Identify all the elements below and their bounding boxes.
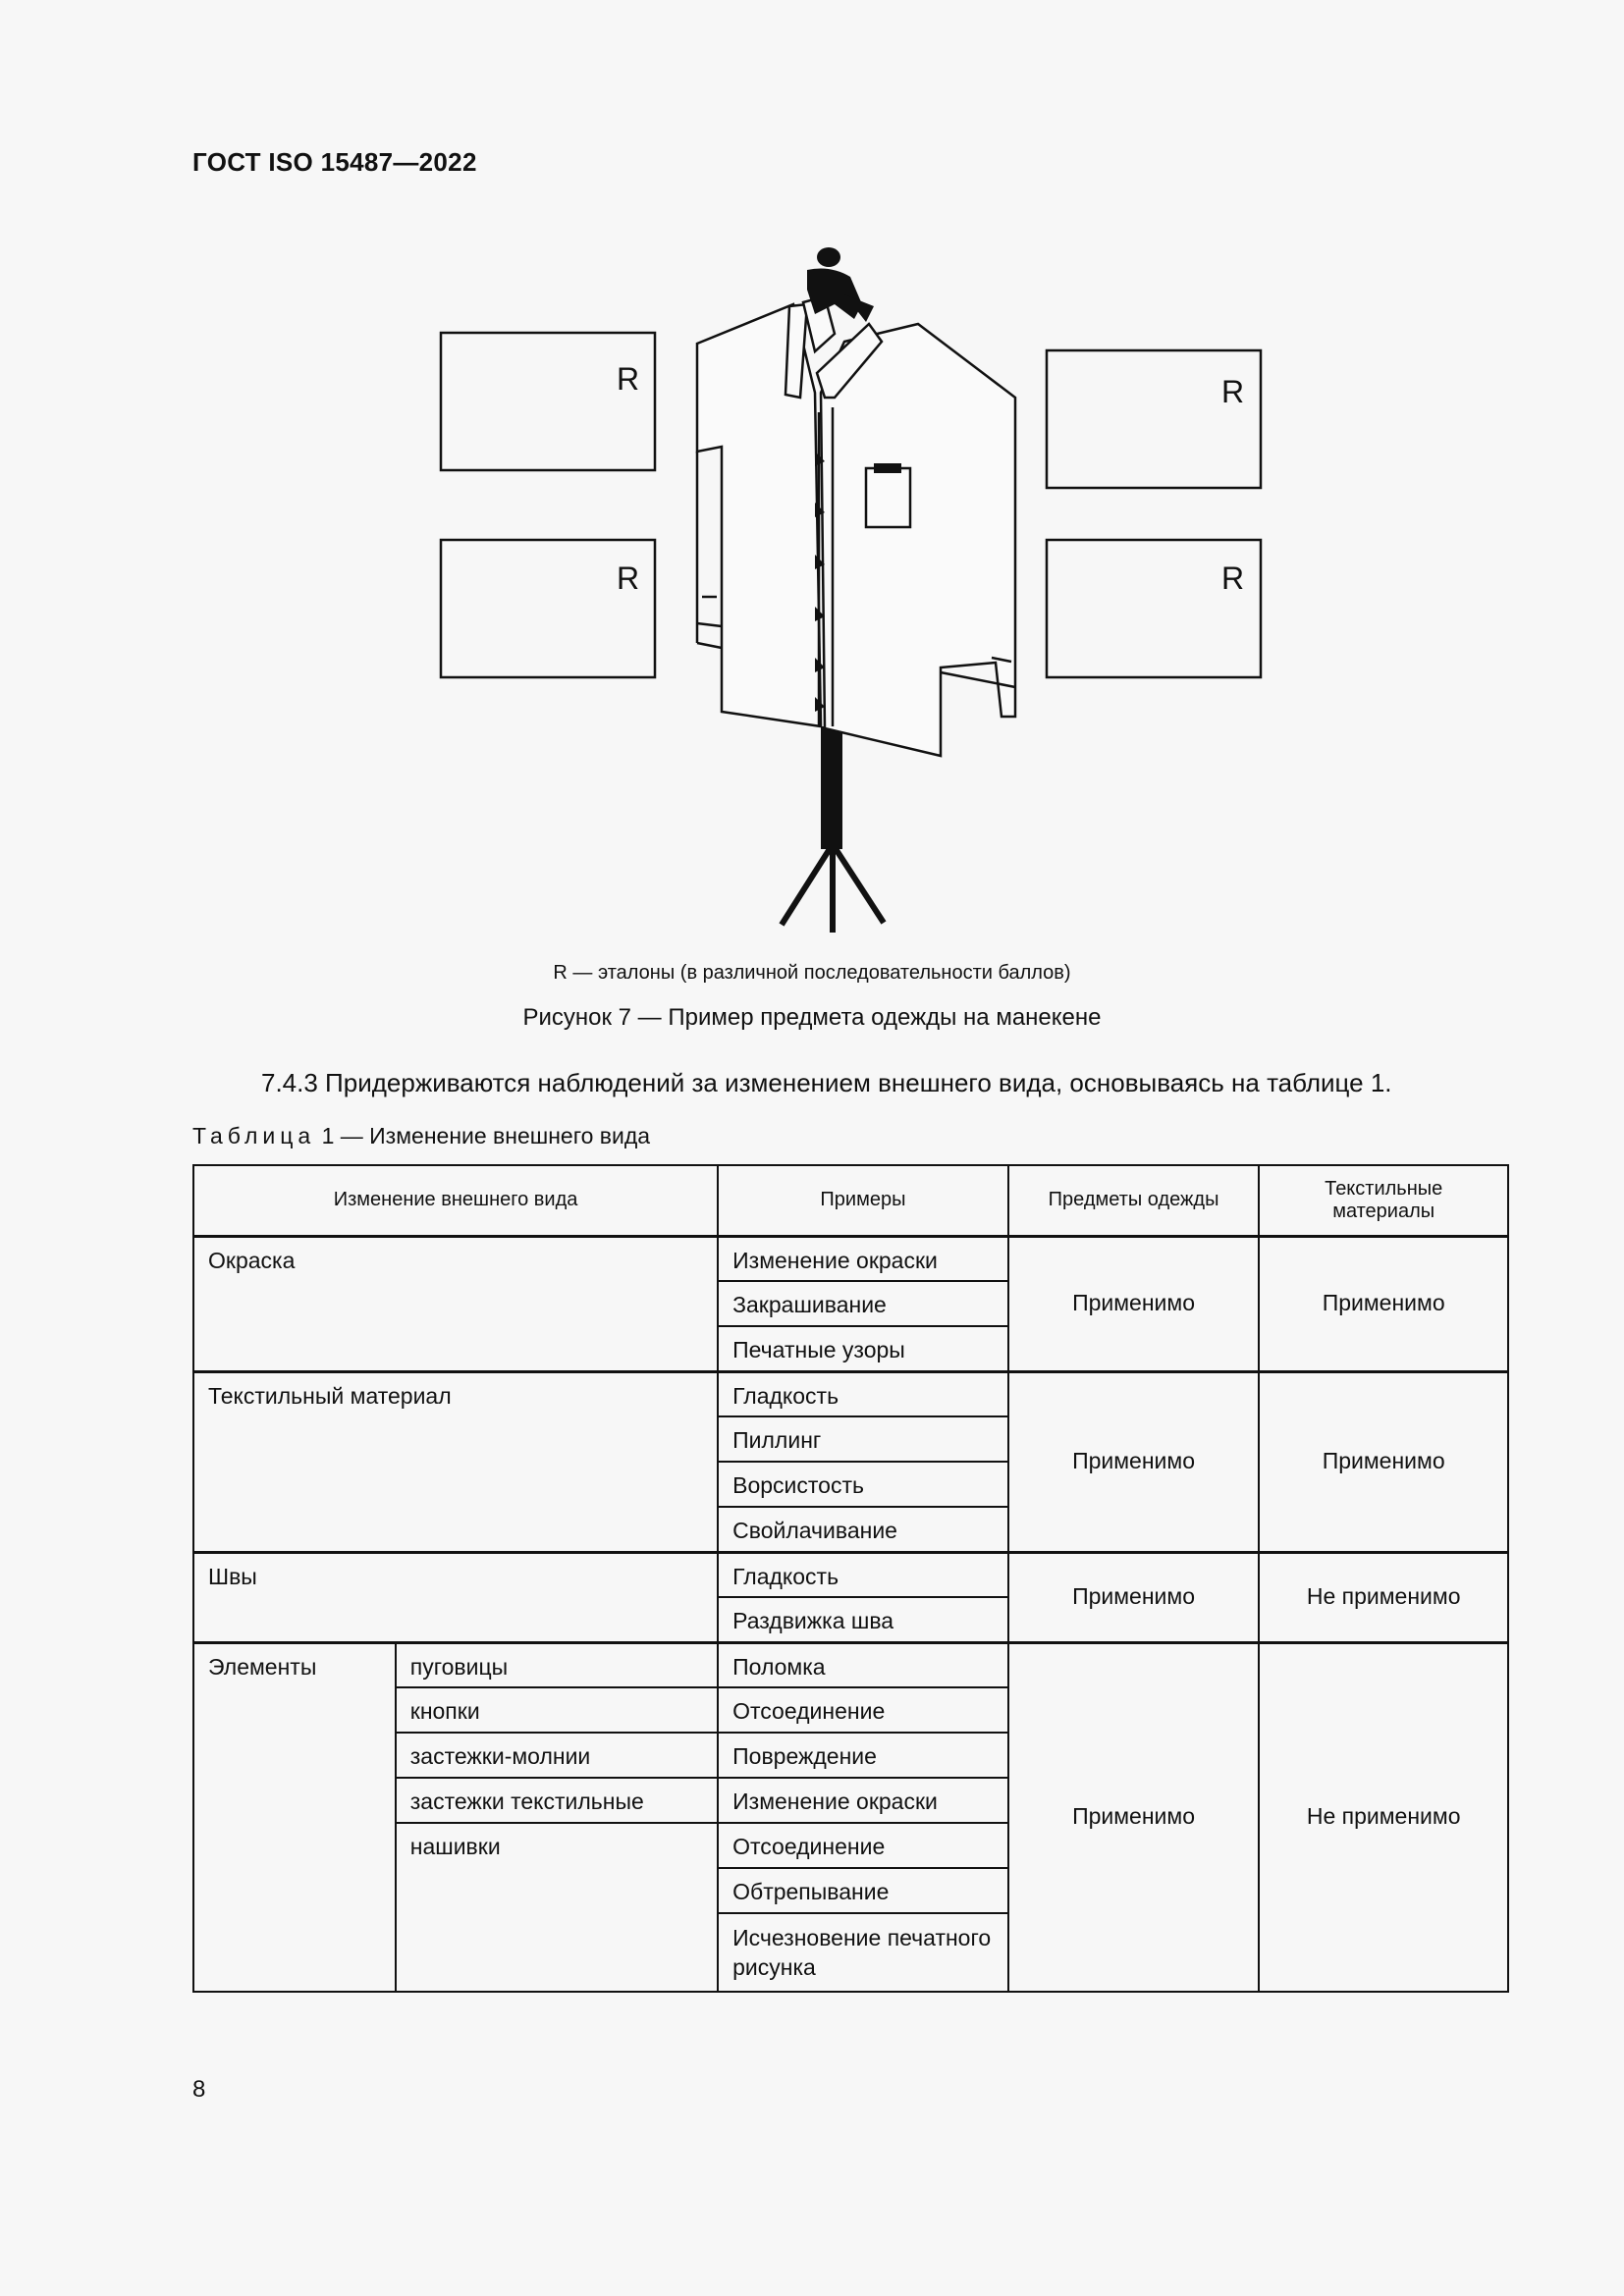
- table-row: нашивки Отсоединение: [193, 1822, 1508, 1993]
- table-row: Раздвижка шва: [193, 1596, 1508, 1643]
- body-paragraph: 7.4.3 Придерживаются наблюдений за измен…: [261, 1068, 1392, 1097]
- table-row: Пиллинг: [193, 1415, 1508, 1463]
- header-cell: Предметы одежды: [1006, 1164, 1261, 1238]
- textiles-cell: Применимо: [1258, 1369, 1509, 1553]
- example-cell: Гладкость: [717, 1550, 1009, 1598]
- document-header: ГОСТ ISO 15487—2022: [192, 147, 477, 177]
- reference-label: R: [1221, 374, 1244, 409]
- table-row: Ворсистость: [193, 1461, 1508, 1508]
- example-cell: Закрашивание: [717, 1280, 1009, 1327]
- header-cell: Изменение внешнего вида: [191, 1164, 720, 1238]
- subitem-cell: кнопки: [394, 1686, 720, 1734]
- subitem-cell: нашивки: [394, 1822, 720, 1993]
- reference-box-bottom-left: [439, 538, 657, 679]
- table-row: Текстильный материал Гладкость Применимо…: [191, 1369, 1509, 1553]
- table-row: Элементы пуговицы Поломка Применимо Не п…: [192, 1640, 1509, 1993]
- table-title-word: Таблица: [192, 1123, 316, 1148]
- reference-label: R: [617, 361, 639, 397]
- example-cell: Раздвижка шва: [717, 1596, 1009, 1643]
- example-cell: Изменение окраски: [717, 1777, 1009, 1824]
- category-cell: Элементы: [192, 1640, 397, 1993]
- reference-label: R: [617, 561, 639, 596]
- table-row: Закрашивание: [193, 1280, 1508, 1327]
- subitem-cell: застежки-молнии: [394, 1732, 720, 1779]
- example-cell: Изменение окраски: [717, 1234, 1009, 1282]
- table-row: кнопки Отсоединение: [193, 1686, 1508, 1734]
- table-row: Печатные узоры: [193, 1325, 1508, 1372]
- subitem-cell: пуговицы: [394, 1640, 720, 1688]
- textiles-cell: Не применимо: [1258, 1550, 1509, 1643]
- example-cell: Пиллинг: [717, 1415, 1009, 1463]
- reference-box-top-right: [1045, 348, 1263, 490]
- example-cell: Отсоединение: [717, 1822, 1009, 1869]
- textiles-cell: Применимо: [1258, 1234, 1509, 1372]
- reference-box-top-left: [439, 331, 657, 472]
- example-cell: Обтрепывание: [717, 1867, 1009, 1914]
- table-row: застежки-молнии Повреждение: [193, 1732, 1508, 1779]
- reference-label: R: [1221, 561, 1244, 596]
- example-cell: Отсоединение: [717, 1686, 1009, 1734]
- table-row: Свойлачивание: [193, 1506, 1508, 1553]
- example-cell: Свойлачивание: [717, 1506, 1009, 1553]
- example-cell: Печатные узоры: [717, 1325, 1009, 1372]
- table-title: Таблица 1 — Изменение внешнего вида: [192, 1123, 650, 1149]
- table-row: Окраска Изменение окраски Применимо Прим…: [191, 1234, 1509, 1372]
- table-row: застежки текстильные Изменение окраски: [193, 1777, 1508, 1824]
- mannequin-drawing: [695, 247, 1017, 933]
- category-cell: Текстильный материал: [191, 1369, 720, 1553]
- header-cell: Примеры: [717, 1164, 1009, 1238]
- subitem-cell: застежки текстильные: [394, 1777, 720, 1824]
- reference-box-bottom-right: [1045, 538, 1263, 679]
- table-row: Швы Гладкость Применимо Не применимо: [191, 1550, 1509, 1643]
- figure-caption: Рисунок 7 — Пример предмета одежды на ма…: [522, 1004, 1102, 1031]
- table-title-text: 1 — Изменение внешнего вида: [315, 1123, 651, 1148]
- mannequin-figure: R R R R: [439, 247, 1263, 933]
- table-row: Исчезновение печатного рисунка: [193, 1912, 1508, 1993]
- textiles-cell: Не применимо: [1258, 1640, 1509, 1993]
- example-cell: Ворсистость: [717, 1461, 1009, 1508]
- garments-cell: Применимо: [1006, 1369, 1261, 1553]
- category-cell: Окраска: [191, 1234, 720, 1372]
- garments-cell: Применимо: [1006, 1234, 1261, 1372]
- garments-cell: Применимо: [1006, 1640, 1261, 1993]
- example-cell: Поломка: [717, 1640, 1009, 1688]
- page-number: 8: [192, 2076, 206, 2103]
- category-cell: Швы: [191, 1550, 720, 1643]
- example-cell: Исчезновение печатного рисунка: [717, 1912, 1009, 1993]
- figure-legend: R — эталоны (в различной последовательно…: [553, 962, 1071, 984]
- table-row: Обтрепывание: [193, 1867, 1508, 1914]
- example-cell: Гладкость: [717, 1369, 1009, 1417]
- header-cell: Текстильные материалы: [1258, 1164, 1509, 1238]
- example-cell: Повреждение: [717, 1732, 1009, 1779]
- appearance-change-table: Изменение внешнего вида Примеры Предметы…: [191, 1164, 1509, 1993]
- garments-cell: Применимо: [1006, 1550, 1261, 1643]
- table-header-row: Изменение внешнего вида Примеры Предметы…: [191, 1164, 1509, 1238]
